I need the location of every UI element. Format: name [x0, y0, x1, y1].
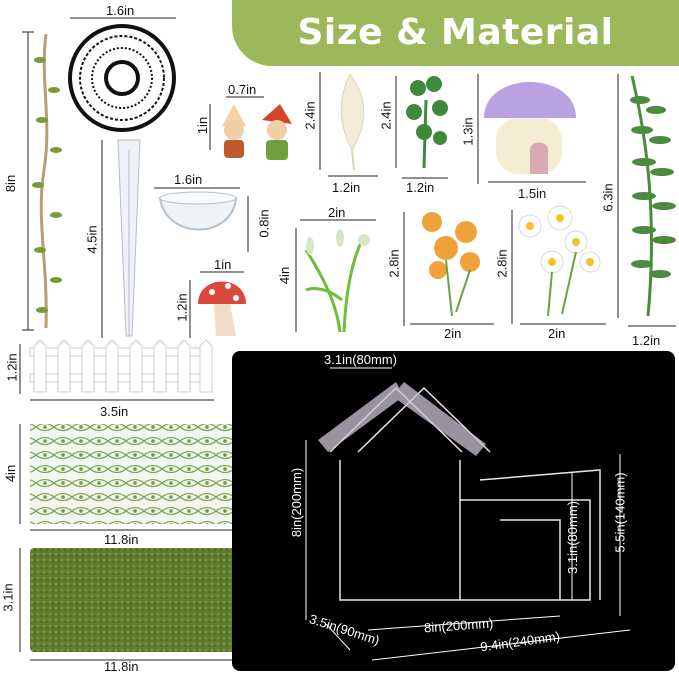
leaf-white-height-label: 2.4in: [302, 101, 318, 130]
tweezers-height-label: 4.5in: [84, 225, 100, 254]
grass-mat-height-label: 3.1in: [0, 583, 16, 612]
house-wall-height-label: 5.5in(140mm): [612, 472, 628, 553]
mushroom-house-height-label: 1.3in: [460, 117, 476, 146]
daisies-height-label: 2.8in: [494, 249, 510, 278]
house-step-height-label: 3.1in(80mm): [564, 501, 580, 574]
orange-flowers-width-label: 2in: [444, 326, 462, 341]
lavender-width-label: 2in: [328, 205, 346, 220]
fern-height-label: 6.3in: [600, 183, 616, 212]
fence-height-label: 1.2in: [4, 353, 20, 382]
grass-mat-width-label: 11.8in: [104, 659, 139, 674]
net-ball-width-label: 1.6in: [106, 3, 135, 18]
gnomes-width-label: 0.7in: [228, 82, 257, 97]
house-height-label: 8in(200mm): [289, 467, 305, 538]
mushroom-house-width-label: 1.5in: [518, 186, 547, 201]
orange-flowers-height-label: 2.8in: [386, 249, 402, 278]
fence-width-label: 3.5in: [100, 404, 129, 419]
mushroom-height-label: 1.2in: [174, 293, 190, 322]
mushroom-width-label: 1in: [214, 257, 232, 272]
moss-net-width-label: 11.8in: [104, 532, 139, 547]
banner-title: Size & Material: [297, 12, 614, 53]
title-banner: Size & Material: [232, 0, 679, 66]
gnomes-height-label: 1in: [195, 116, 211, 135]
clover-width-label: 1.2in: [406, 180, 435, 195]
daisies-width-label: 2in: [548, 326, 566, 341]
clover-height-label: 2.4in: [378, 101, 394, 130]
lavender-height-label: 4in: [277, 266, 293, 285]
moss-net-height-label: 4in: [3, 464, 19, 483]
fern-width-label: 1.2in: [632, 333, 661, 348]
house-roof-width-label: 3.1in(80mm): [324, 352, 397, 367]
bowl-height-label: 0.8in: [256, 209, 272, 238]
bowl-width-label: 1.6in: [174, 172, 203, 187]
leaf-white-width-label: 1.2in: [332, 180, 361, 195]
vine-height-label: 8in: [3, 174, 19, 193]
